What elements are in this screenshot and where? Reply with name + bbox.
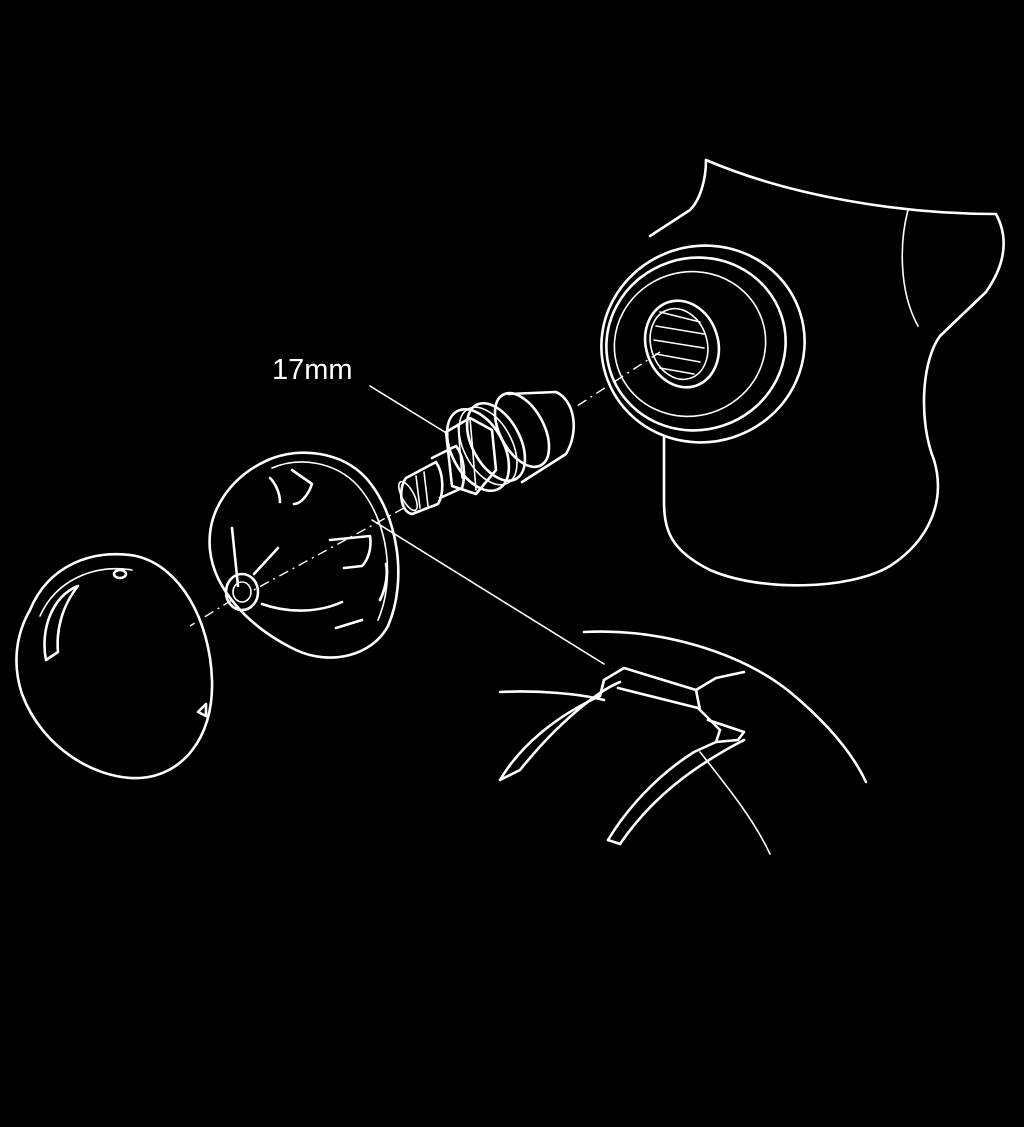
assembly-axis-line [189,351,661,627]
valve-cartridge-icon [398,390,575,516]
dimension-callout: 17mm [272,354,449,435]
detail-view-icon [498,630,868,855]
detail-leader-line [371,519,605,665]
handle-insert-icon [208,451,400,659]
tap-body-icon [600,158,1005,587]
dimension-label: 17mm [272,354,353,386]
handle-cap-icon [15,552,214,780]
